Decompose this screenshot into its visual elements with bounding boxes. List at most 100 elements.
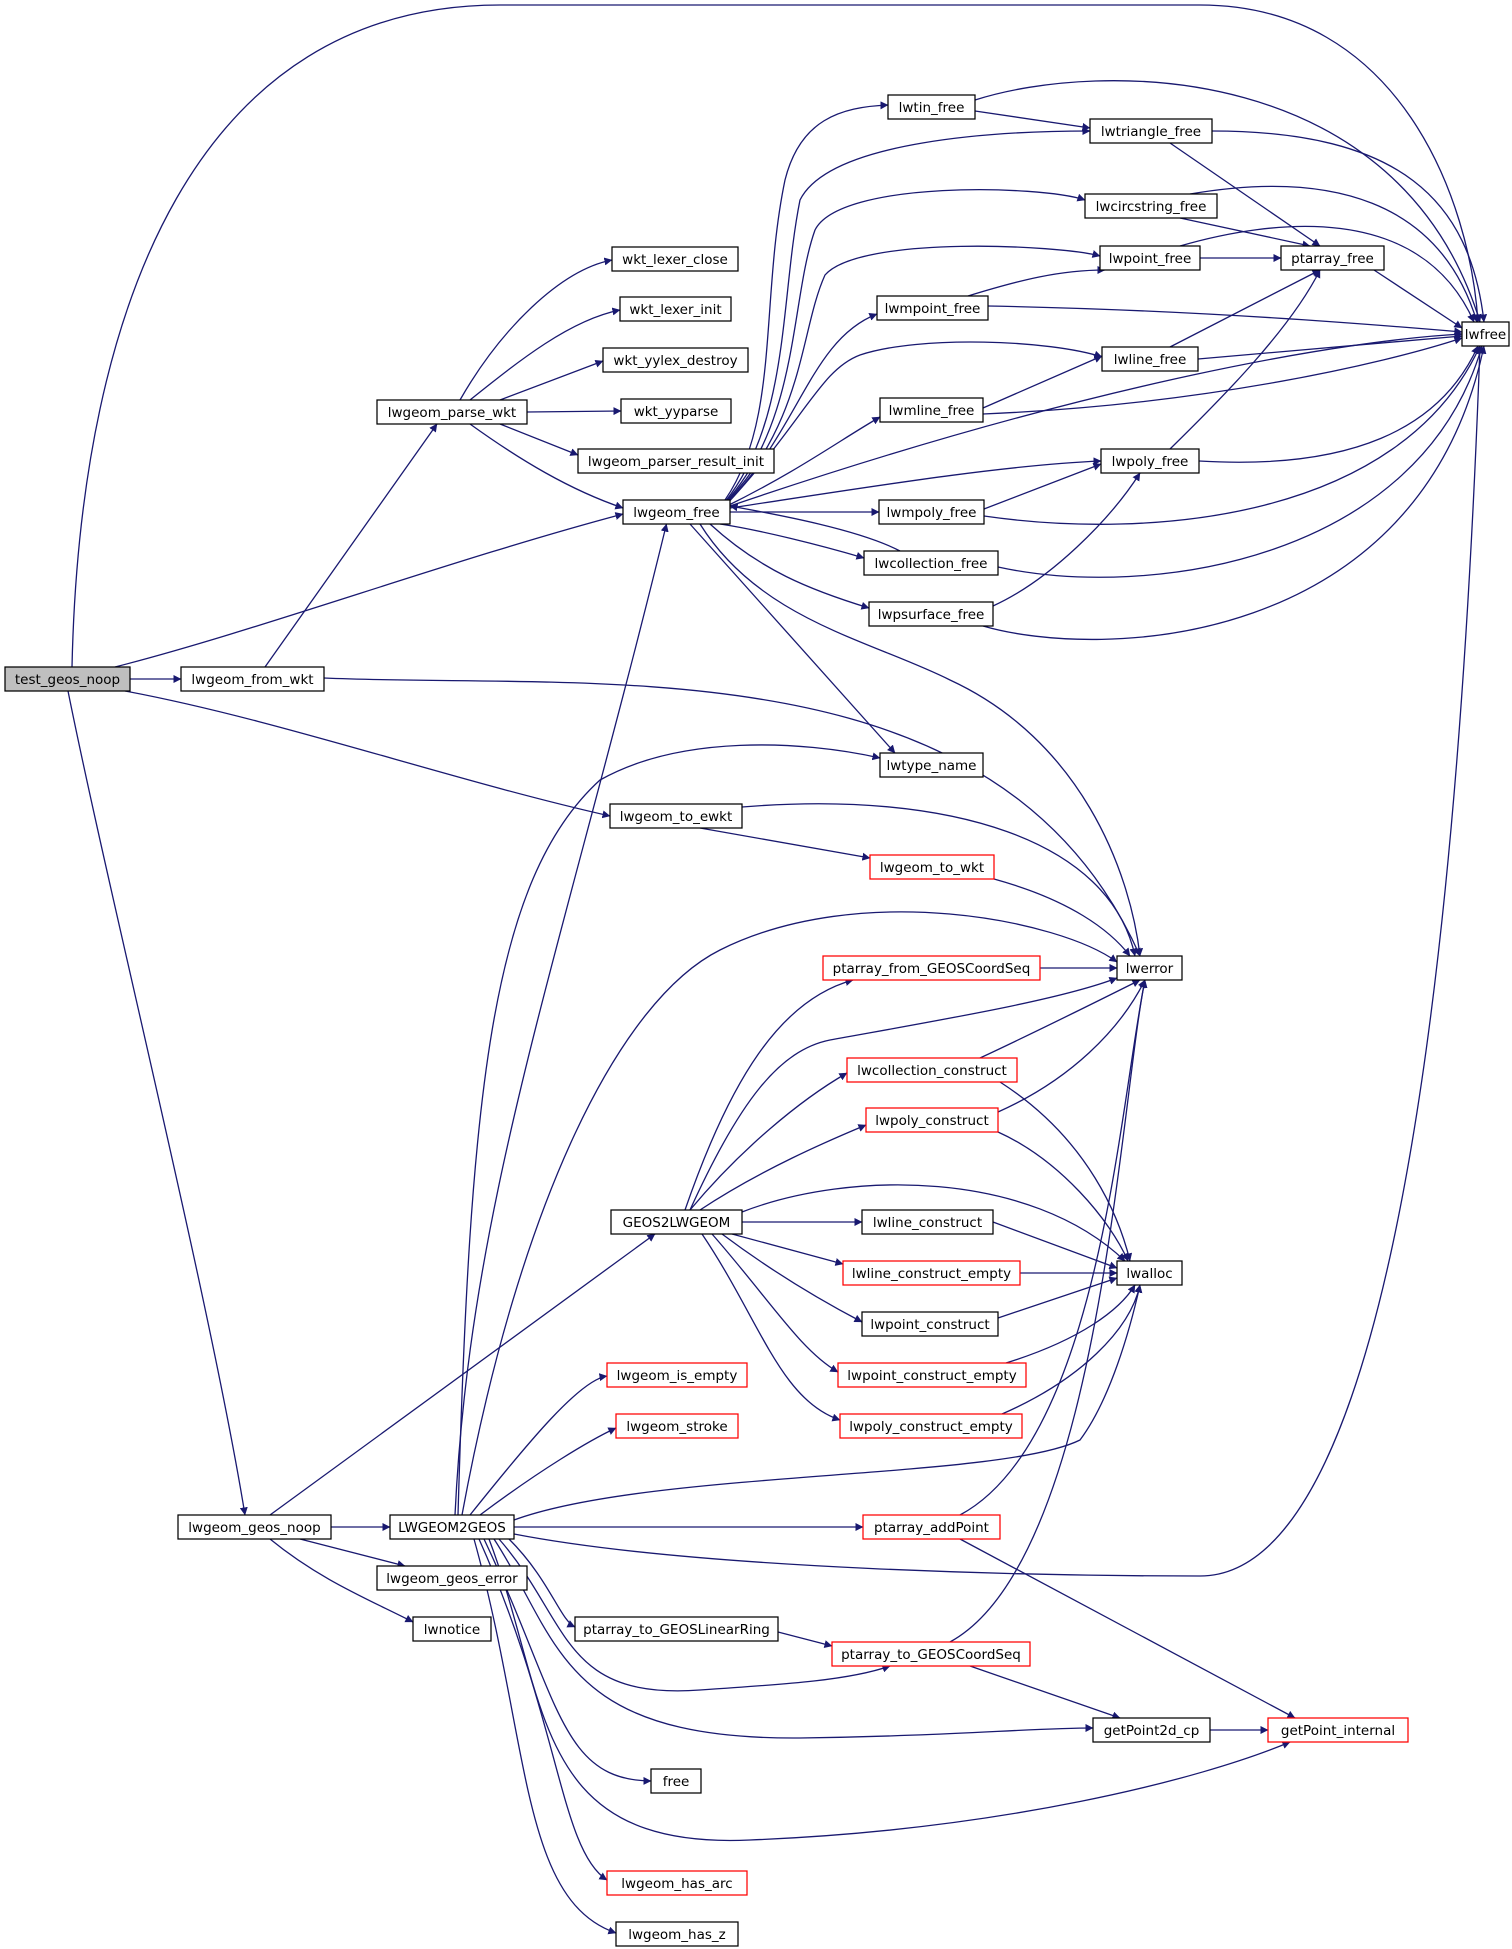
node-box[interactable]	[1461, 321, 1510, 347]
node-box[interactable]	[615, 1921, 739, 1947]
node-lwline-construct-empty[interactable]: lwline_construct_empty	[842, 1260, 1021, 1286]
node-box[interactable]	[842, 1260, 1021, 1286]
node-box[interactable]	[846, 1057, 1018, 1083]
node-ptarray-to-geoscoordseq[interactable]: ptarray_to_GEOSCoordSeq	[831, 1641, 1031, 1667]
node-geos2lwgeom[interactable]: GEOS2LWGEOM	[610, 1209, 743, 1235]
node-box[interactable]	[622, 499, 731, 525]
node-lwgeom-to-wkt[interactable]: lwgeom_to_wkt	[869, 854, 995, 880]
node-lwmpoint-free[interactable]: lwmpoint_free	[876, 295, 989, 321]
node-box[interactable]	[606, 1362, 748, 1388]
node-box[interactable]	[1280, 245, 1385, 271]
node-box[interactable]	[1099, 245, 1201, 271]
node-box[interactable]	[574, 1616, 779, 1642]
node-lwtriangle-free[interactable]: lwtriangle_free	[1089, 118, 1213, 144]
node-getpoint-internal[interactable]: getPoint_internal	[1267, 1717, 1409, 1743]
node-wkt-yyparse[interactable]: wkt_yyparse	[620, 398, 732, 424]
node-box[interactable]	[376, 1565, 528, 1591]
node-box[interactable]	[615, 1413, 739, 1439]
node-lwgeom-parse-wkt[interactable]: lwgeom_parse_wkt	[376, 399, 528, 425]
node-lwgeom-geos-error[interactable]: lwgeom_geos_error	[376, 1565, 528, 1591]
node-box[interactable]	[620, 398, 732, 424]
node-lwgeom2geos[interactable]: LWGEOM2GEOS	[389, 1514, 515, 1540]
node-lwtin-free[interactable]: lwtin_free	[887, 94, 976, 120]
node-wkt-lexer-close[interactable]: wkt_lexer_close	[611, 246, 739, 272]
node-getpoint2d-cp[interactable]: getPoint2d_cp	[1092, 1717, 1211, 1743]
node-box[interactable]	[861, 1209, 994, 1235]
node-lwpsurface-free[interactable]: lwpsurface_free	[868, 601, 994, 627]
node-lwcircstring-free[interactable]: lwcircstring_free	[1084, 193, 1218, 219]
node-box[interactable]	[602, 347, 749, 373]
node-box[interactable]	[862, 1514, 1001, 1540]
node-lwpoint-free[interactable]: lwpoint_free	[1099, 245, 1201, 271]
node-lwmpoly-free[interactable]: lwmpoly_free	[878, 499, 985, 525]
node-box[interactable]	[177, 1514, 332, 1540]
node-box[interactable]	[412, 1616, 492, 1642]
node-box[interactable]	[606, 1870, 748, 1896]
node-lwerror[interactable]: lwerror	[1116, 955, 1183, 981]
node-lwline-free[interactable]: lwline_free	[1101, 346, 1199, 372]
node-box[interactable]	[609, 803, 743, 829]
node-lwpoly-construct-empty[interactable]: lwpoly_construct_empty	[839, 1413, 1023, 1439]
node-box[interactable]	[831, 1641, 1031, 1667]
node-box[interactable]	[869, 854, 995, 880]
node-ptarray-free[interactable]: ptarray_free	[1280, 245, 1385, 271]
node-box[interactable]	[180, 666, 325, 692]
node-lwnotice[interactable]: lwnotice	[412, 1616, 492, 1642]
node-box[interactable]	[1116, 1260, 1183, 1286]
node-box[interactable]	[1267, 1717, 1409, 1743]
node-box[interactable]	[876, 295, 989, 321]
node-lwgeom-has-arc[interactable]: lwgeom_has_arc	[606, 1870, 748, 1896]
node-lwline-construct[interactable]: lwline_construct	[861, 1209, 994, 1235]
node-box[interactable]	[822, 955, 1041, 981]
node-box[interactable]	[1084, 193, 1218, 219]
node-box[interactable]	[878, 499, 985, 525]
node-free[interactable]: free	[650, 1768, 702, 1794]
node-lwfree[interactable]: lwfree	[1461, 321, 1510, 347]
node-lwgeom-is-empty[interactable]: lwgeom_is_empty	[606, 1362, 748, 1388]
node-box[interactable]	[1101, 346, 1199, 372]
node-lwgeom-geos-noop[interactable]: lwgeom_geos_noop	[177, 1514, 332, 1540]
node-ptarray-from-geoscoordseq[interactable]: ptarray_from_GEOSCoordSeq	[822, 955, 1041, 981]
node-wkt-lexer-init[interactable]: wkt_lexer_init	[619, 296, 732, 322]
node-box[interactable]	[863, 550, 999, 576]
node-lwgeom-free[interactable]: lwgeom_free	[622, 499, 731, 525]
node-lwcollection-free[interactable]: lwcollection_free	[863, 550, 999, 576]
node-lwcollection-construct[interactable]: lwcollection_construct	[846, 1057, 1018, 1083]
node-lwpoly-free[interactable]: lwpoly_free	[1100, 448, 1200, 474]
node-test-geos-noop[interactable]: test_geos_noop	[4, 666, 131, 692]
node-box[interactable]	[861, 1311, 999, 1337]
node-lwgeom-from-wkt[interactable]: lwgeom_from_wkt	[180, 666, 325, 692]
node-lwalloc[interactable]: lwalloc	[1116, 1260, 1183, 1286]
node-lwgeom-parser-result-init[interactable]: lwgeom_parser_result_init	[577, 448, 775, 474]
node-lwgeom-to-ewkt[interactable]: lwgeom_to_ewkt	[609, 803, 743, 829]
node-box[interactable]	[837, 1362, 1027, 1388]
node-box[interactable]	[879, 752, 984, 778]
node-box[interactable]	[577, 448, 775, 474]
node-lwpoint-construct-empty[interactable]: lwpoint_construct_empty	[837, 1362, 1027, 1388]
node-box[interactable]	[619, 296, 732, 322]
node-box[interactable]	[389, 1514, 515, 1540]
node-box[interactable]	[1100, 448, 1200, 474]
node-box[interactable]	[1092, 1717, 1211, 1743]
node-lwmline-free[interactable]: lwmline_free	[879, 397, 984, 423]
node-lwpoly-construct[interactable]: lwpoly_construct	[865, 1107, 999, 1133]
node-box[interactable]	[1089, 118, 1213, 144]
node-box[interactable]	[879, 397, 984, 423]
node-box[interactable]	[887, 94, 976, 120]
node-box[interactable]	[611, 246, 739, 272]
node-box[interactable]	[4, 666, 131, 692]
node-lwpoint-construct[interactable]: lwpoint_construct	[861, 1311, 999, 1337]
node-wkt-yylex-destroy[interactable]: wkt_yylex_destroy	[602, 347, 749, 373]
node-lwgeom-stroke[interactable]: lwgeom_stroke	[615, 1413, 739, 1439]
node-ptarray-addpoint[interactable]: ptarray_addPoint	[862, 1514, 1001, 1540]
node-box[interactable]	[868, 601, 994, 627]
node-lwtype-name[interactable]: lwtype_name	[879, 752, 984, 778]
node-box[interactable]	[839, 1413, 1023, 1439]
node-box[interactable]	[865, 1107, 999, 1133]
node-lwgeom-has-z[interactable]: lwgeom_has_z	[615, 1921, 739, 1947]
node-box[interactable]	[376, 399, 528, 425]
node-box[interactable]	[650, 1768, 702, 1794]
node-ptarray-to-geoslinearring[interactable]: ptarray_to_GEOSLinearRing	[574, 1616, 779, 1642]
node-box[interactable]	[610, 1209, 743, 1235]
node-box[interactable]	[1116, 955, 1183, 981]
